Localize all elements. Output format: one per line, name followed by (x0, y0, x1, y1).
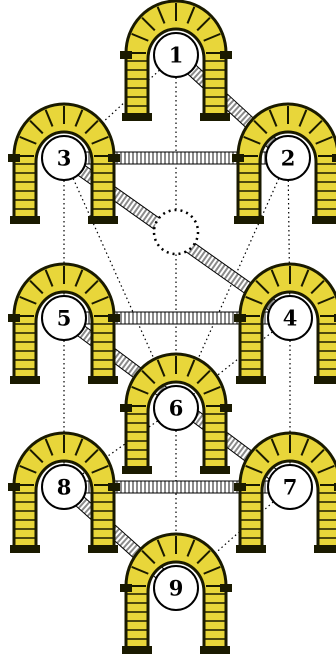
node-label: 3 (57, 146, 72, 171)
node-label: 7 (283, 475, 298, 500)
node-7: 7 (268, 465, 312, 509)
node-4: 4 (268, 296, 312, 340)
node-2: 2 (266, 136, 310, 180)
node-8: 8 (42, 465, 86, 509)
hidden-node-circle (154, 210, 198, 254)
node-1: 1 (154, 33, 198, 77)
node-3: 3 (42, 136, 86, 180)
node-label: 2 (281, 146, 296, 171)
node-5: 5 (42, 296, 86, 340)
node-label: 4 (283, 306, 298, 331)
node-6: 6 (154, 386, 198, 430)
dotted-path-2-4 (288, 158, 290, 318)
node-9: 9 (154, 566, 198, 610)
node-label: 9 (169, 576, 184, 601)
node-label: 5 (57, 306, 72, 331)
node-label: 6 (169, 396, 184, 421)
node-label: 1 (169, 43, 184, 68)
node-label: 8 (57, 475, 72, 500)
